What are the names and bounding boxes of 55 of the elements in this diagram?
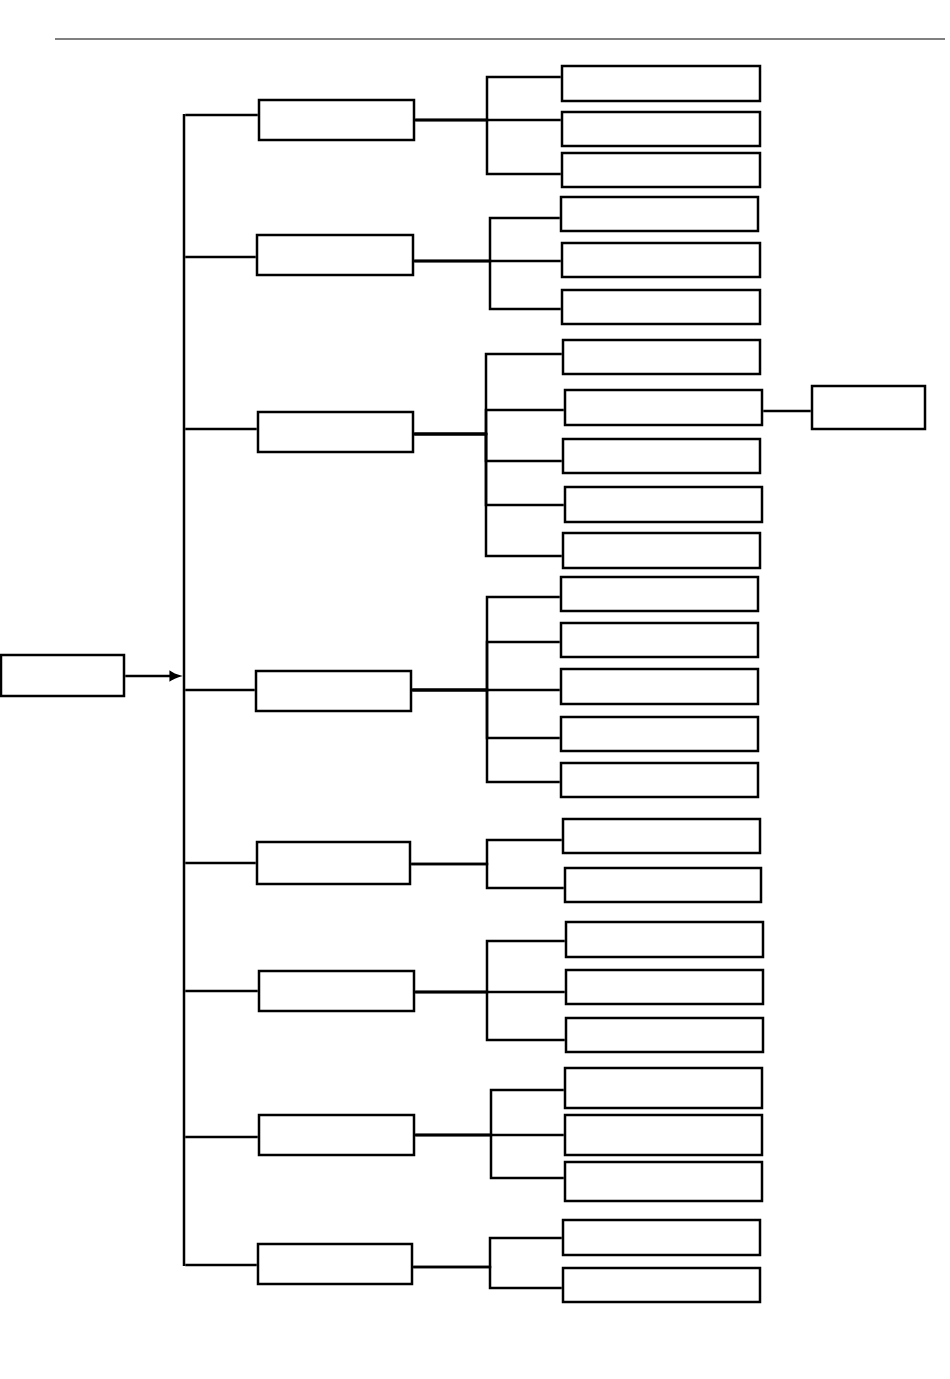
connector-arrow bbox=[125, 671, 180, 681]
leaf-box bbox=[559, 667, 760, 706]
leaf-box bbox=[561, 531, 762, 570]
connector-line bbox=[185, 989, 258, 993]
leaf-box bbox=[560, 110, 762, 148]
connector-line bbox=[415, 990, 565, 1042]
leaf-box bbox=[559, 575, 760, 613]
side-box bbox=[810, 384, 927, 431]
leaf-box bbox=[559, 715, 760, 753]
leaf-box bbox=[563, 485, 764, 524]
branch-box bbox=[257, 1113, 416, 1157]
connector-line bbox=[185, 1135, 258, 1139]
leaf-box bbox=[560, 288, 762, 326]
connector-line bbox=[411, 862, 564, 890]
leaf-box bbox=[564, 1016, 765, 1054]
branch-box bbox=[256, 410, 415, 454]
leaf-box bbox=[564, 920, 765, 959]
leaf-box bbox=[561, 817, 762, 855]
branch-box bbox=[255, 233, 415, 277]
branch-box bbox=[257, 969, 416, 1013]
connector-line bbox=[412, 688, 560, 784]
connector-line bbox=[414, 259, 561, 311]
bus-bar bbox=[182, 114, 186, 1266]
connector-line bbox=[185, 688, 255, 692]
leaf-box bbox=[560, 241, 762, 279]
connector-line bbox=[185, 861, 256, 865]
leaf-box bbox=[561, 437, 762, 475]
connector-line bbox=[185, 427, 257, 431]
leaf-box bbox=[559, 195, 760, 233]
connector-line bbox=[185, 113, 258, 117]
leaf-box bbox=[563, 388, 764, 427]
root-box bbox=[0, 653, 126, 698]
connector-line bbox=[185, 1263, 257, 1267]
leaf-box bbox=[564, 968, 765, 1006]
leaf-box bbox=[563, 1113, 764, 1157]
connector-line bbox=[414, 432, 562, 558]
leaf-box bbox=[561, 338, 762, 376]
leaf-box bbox=[563, 1160, 764, 1203]
branch-box bbox=[256, 1242, 414, 1286]
leaf-box bbox=[559, 761, 760, 799]
connector-line bbox=[413, 1265, 562, 1290]
branch-box bbox=[255, 840, 412, 886]
connector-line bbox=[763, 409, 811, 413]
leaf-box bbox=[559, 621, 760, 659]
connector-line bbox=[415, 118, 561, 176]
leaf-box bbox=[563, 1066, 764, 1110]
branch-box bbox=[254, 669, 413, 713]
connector-line bbox=[415, 1133, 564, 1180]
leaf-box bbox=[561, 1266, 762, 1304]
leaf-box bbox=[561, 1218, 762, 1257]
leaf-box bbox=[560, 151, 762, 189]
branch-box bbox=[257, 98, 416, 142]
leaf-box bbox=[560, 64, 762, 103]
leaf-box bbox=[563, 866, 763, 904]
connector-line bbox=[185, 255, 256, 259]
